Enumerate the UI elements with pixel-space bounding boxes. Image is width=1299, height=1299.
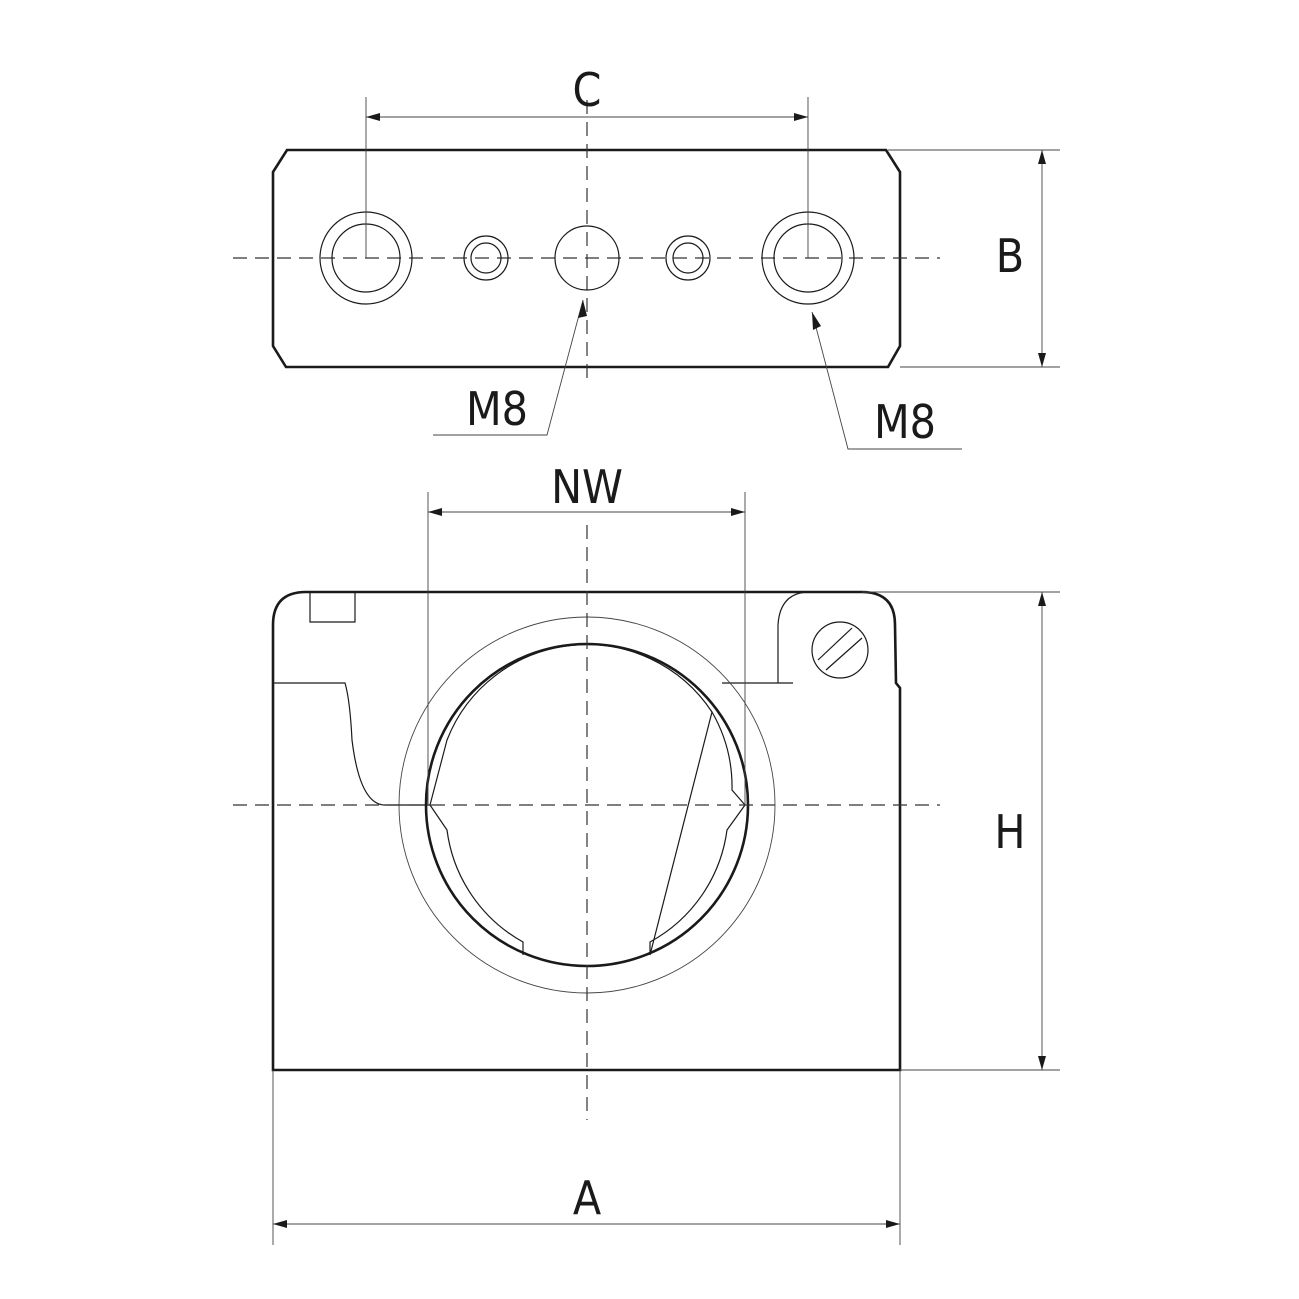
m8-right-leader: [811, 311, 962, 450]
left-clamp-edge: [273, 682, 430, 806]
top-view: C B M8 M8: [233, 63, 1060, 450]
dimension-nw-label: NW: [551, 460, 623, 514]
bearing-inner-profile: [429, 643, 746, 956]
small-hole-left: [463, 235, 509, 281]
m8-center-hole: [554, 225, 620, 291]
m8-right-label: M8: [874, 395, 936, 449]
front-view: NW H A: [233, 460, 1060, 1245]
slot-notch: [309, 592, 356, 623]
clamp-screw-icon: [811, 621, 869, 679]
small-hole-right: [665, 235, 711, 281]
dimension-a-label: A: [573, 1171, 601, 1225]
top-view-outline: [271, 148, 902, 369]
clamp-lug: [777, 591, 811, 683]
m8-center-leader: [433, 299, 584, 436]
dimension-h-label: H: [994, 805, 1025, 859]
m8-center-label: M8: [466, 382, 528, 436]
dimension-c-label: C: [573, 63, 602, 117]
dimension-b-label: B: [996, 229, 1024, 283]
